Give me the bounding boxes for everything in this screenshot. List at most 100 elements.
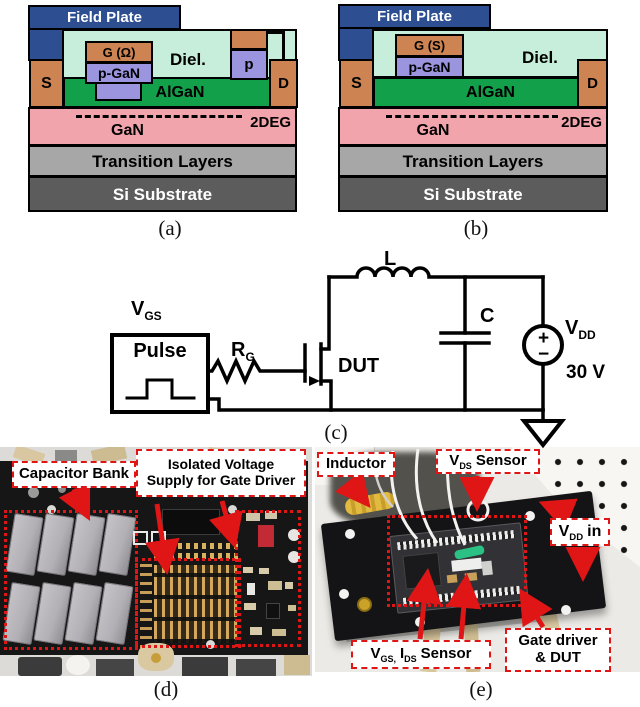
foot xyxy=(236,659,276,676)
standoff xyxy=(284,655,310,675)
drain-contact-a: D xyxy=(269,59,298,108)
gate-contact-b: G (S) xyxy=(395,34,464,57)
field-plate-a: Field Plate xyxy=(28,5,181,30)
ground-symbol xyxy=(519,419,567,449)
2deg-dashed-line-b xyxy=(386,115,558,118)
capacitor-bank-callout: Capacitor Bank xyxy=(12,461,136,488)
connector xyxy=(151,531,166,545)
field-plate-b: Field Plate xyxy=(338,4,491,29)
transition-layer-b: Transition Layers xyxy=(338,145,608,177)
smd-component xyxy=(265,511,277,519)
panel-e-label: (e) xyxy=(469,677,493,701)
p-island-wire-v xyxy=(282,31,285,61)
ic-chip xyxy=(266,603,280,619)
gan-layer-a: GaN 2DEG xyxy=(28,107,297,146)
sma-connector xyxy=(357,597,372,612)
blob xyxy=(66,655,90,675)
dut-source-wire xyxy=(319,379,333,412)
gan-label-a: GaN xyxy=(111,122,144,139)
foot xyxy=(18,657,62,676)
smd-component xyxy=(244,603,256,610)
pulse-waveform-icon xyxy=(125,378,196,400)
vgs-label: VGS xyxy=(131,298,162,323)
2deg-label-a: 2DEG xyxy=(250,114,291,131)
pgan-region-a: p-GaN xyxy=(85,62,153,84)
standoff xyxy=(55,450,77,461)
dielectric-label-a: Diel. xyxy=(170,50,206,69)
dielectric-label-b: Diel. xyxy=(522,48,558,67)
gate-driver-dut-callout: Gate driver & DUT xyxy=(505,628,611,672)
field-plate-column-b xyxy=(338,26,374,61)
smd-component xyxy=(288,605,296,611)
substrate-layer-a: Si Substrate xyxy=(28,176,297,212)
capacitor-bank-text: Capacitor Bank xyxy=(18,465,130,483)
screw-hole xyxy=(561,605,571,615)
panel-d-label: (d) xyxy=(153,677,179,701)
inductor-callout: Inductor xyxy=(317,452,395,477)
transition-layer-a: Transition Layers xyxy=(28,145,297,177)
p-island-a: p xyxy=(230,49,268,80)
mount-hole xyxy=(206,640,215,649)
smd-component xyxy=(272,629,286,636)
resistor-array xyxy=(154,565,238,643)
capacitor-label: C xyxy=(480,305,495,327)
dut-drain-wire xyxy=(319,275,331,351)
2deg-dashed-line-a xyxy=(76,115,242,118)
smd-component xyxy=(268,581,282,590)
gan-label-b: GaN xyxy=(416,122,450,139)
source-contact-b: S xyxy=(339,59,374,108)
gate-resistor xyxy=(206,356,307,386)
pin-header-row xyxy=(154,543,238,549)
vdd-label: VDD xyxy=(565,317,596,342)
pgan-region-b: p-GaN xyxy=(395,56,464,78)
screw-hole xyxy=(339,589,349,599)
smd-component xyxy=(285,582,293,589)
screw-hole xyxy=(288,529,300,541)
panel-c-label: (c) xyxy=(324,420,348,444)
foot xyxy=(182,657,228,676)
ic-chip xyxy=(162,509,220,535)
inductor-coil xyxy=(327,266,545,279)
isolated-supply-region xyxy=(135,558,241,648)
smd-component xyxy=(247,583,255,595)
dut-arrow xyxy=(309,376,320,386)
pad-column xyxy=(140,562,152,648)
drain-contact-b: D xyxy=(577,59,608,108)
panel-b-label: (b) xyxy=(463,216,489,240)
pulse-label: Pulse xyxy=(133,340,187,362)
p-island-wire-h xyxy=(266,31,285,34)
vdd-value: 30 V xyxy=(566,362,606,383)
mount-hole xyxy=(47,505,56,514)
panel-a-label: (a) xyxy=(158,216,182,240)
ground-rail xyxy=(206,397,545,412)
vdd-minus: − xyxy=(537,344,550,365)
pin-header-row xyxy=(154,553,238,559)
foot xyxy=(96,659,134,676)
smd-component xyxy=(259,568,269,574)
algan-layer-b: AlGaN xyxy=(373,77,608,108)
screw-hole xyxy=(345,529,355,539)
gate-driver-line1: Gate driver xyxy=(518,632,598,650)
screw xyxy=(28,487,39,498)
gate-driver-line2: & DUT xyxy=(535,649,581,666)
isolated-supply-callout: Isolated Voltage Supply for Gate Driver xyxy=(136,449,306,497)
rg-label: RG xyxy=(231,339,255,364)
gate-contact-a: G (Ω) xyxy=(85,41,153,63)
inductor-text: Inductor xyxy=(326,455,386,473)
isolated-supply-line2: Supply for Gate Driver xyxy=(146,472,296,488)
source-contact-a: S xyxy=(29,59,64,108)
capacitor-bank-region xyxy=(4,510,138,650)
smd-component xyxy=(243,567,253,573)
gan-layer-b: GaN 2DEG xyxy=(338,107,608,146)
p-island-cap-a xyxy=(230,29,268,50)
screw-hole xyxy=(525,511,535,521)
substrate-layer-b: Si Substrate xyxy=(338,176,608,212)
dip-switch xyxy=(258,525,274,547)
right-circuit-region xyxy=(235,510,301,647)
field-plate-column-a xyxy=(28,27,64,61)
daughterboard-region xyxy=(387,515,527,607)
